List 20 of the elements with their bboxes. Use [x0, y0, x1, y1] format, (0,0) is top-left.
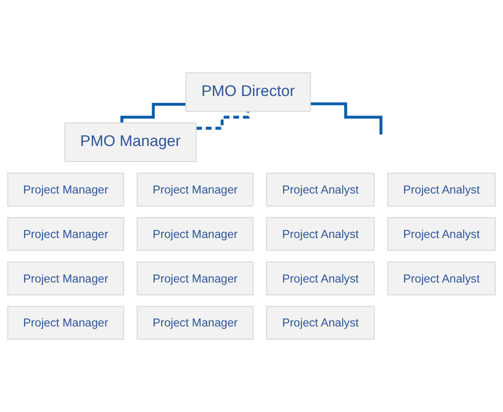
node-box: Project Manager — [7, 172, 124, 206]
connector — [196, 110, 250, 130]
node-box: Project Manager — [136, 172, 254, 206]
node-box: Project Analyst — [387, 217, 496, 251]
node-box: Project Manager — [136, 306, 254, 340]
node-box: Project Manager — [7, 306, 124, 340]
node-box: Project Manager — [136, 217, 254, 251]
node-box: PMO Director — [185, 72, 311, 112]
node-box: Project Analyst — [387, 262, 496, 296]
node-box: Project Manager — [7, 262, 124, 296]
connector — [310, 102, 382, 136]
node-box: PMO Manager — [64, 122, 197, 162]
node-box: Project Manager — [7, 217, 124, 251]
node-box: Project Analyst — [266, 172, 375, 206]
node-box: Project Analyst — [266, 262, 375, 296]
node-box: Project Manager — [136, 262, 254, 296]
node-box: Project Analyst — [266, 217, 375, 251]
connector — [120, 102, 186, 124]
node-box: Project Analyst — [266, 306, 375, 340]
node-box: Project Analyst — [387, 172, 496, 206]
